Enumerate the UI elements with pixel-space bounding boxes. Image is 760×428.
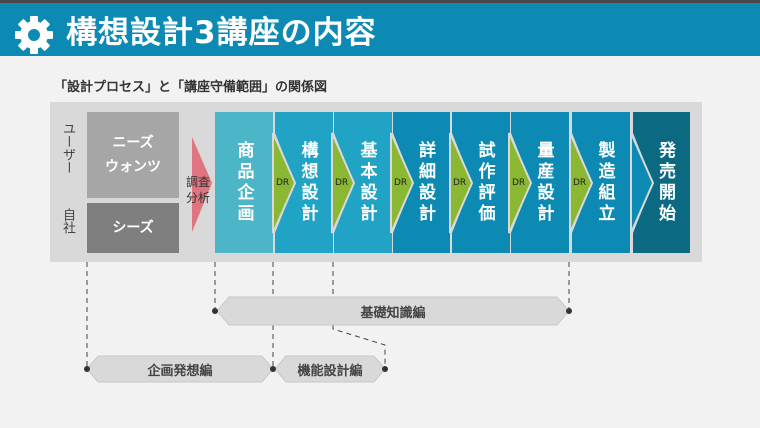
- stage-1: [215, 112, 273, 253]
- diagram-subtitle: 「設計プロセス」と「講座守備範囲」の関係図: [54, 80, 328, 95]
- endpoint-dot: [382, 366, 388, 372]
- row-label-user: ユーザー: [60, 122, 75, 174]
- design-review-marker: [331, 132, 356, 234]
- endpoint-dot: [212, 308, 218, 314]
- stage-label: 発売開始: [655, 140, 675, 225]
- row-label-company: 自社: [60, 208, 75, 234]
- header-bar: 構想設計3講座の内容: [0, 3, 760, 56]
- design-review-marker: [272, 132, 297, 234]
- design-review-label: DR: [335, 178, 349, 188]
- analysis-arrow: [192, 137, 212, 232]
- stage-label: 構想設計: [297, 140, 318, 225]
- design-review-marker: [390, 132, 415, 234]
- stage-label: 試作評価: [474, 140, 495, 225]
- analysis-label: 調査 分析: [185, 175, 210, 205]
- gear-icon: [15, 16, 53, 54]
- design-review-label: DR: [394, 178, 408, 188]
- stage-8: [633, 112, 690, 253]
- design-review-label: DR: [512, 178, 526, 188]
- endpoint-dot: [270, 366, 276, 372]
- course-basic-label: 基礎知識編: [360, 305, 426, 321]
- seeds-label: シーズ: [112, 220, 154, 236]
- seeds-box: [87, 203, 179, 253]
- course-function-label: 機能設計編: [297, 363, 363, 379]
- stage-label: 基本設計: [356, 140, 377, 225]
- stage-4: [393, 112, 450, 253]
- stage-arrow: [630, 132, 655, 234]
- stage-2: [275, 112, 333, 253]
- stage-3: [334, 112, 392, 253]
- stage-6: [511, 112, 569, 253]
- design-review-marker: [569, 132, 594, 234]
- page-title: 構想設計3講座の内容: [66, 15, 377, 51]
- design-review-label: DR: [276, 178, 290, 188]
- design-review-label: DR: [453, 178, 467, 188]
- needs-label: ニーズ ウォンツ: [105, 135, 161, 175]
- dashed-guide: [332, 262, 386, 369]
- design-review-label: DR: [573, 178, 587, 188]
- design-review-marker: [508, 132, 533, 234]
- course-planning-label: 企画発想編: [147, 363, 213, 379]
- design-review-marker: [449, 132, 474, 234]
- endpoint-dot: [84, 366, 90, 372]
- stage-5: [452, 112, 510, 253]
- endpoint-dot: [566, 308, 572, 314]
- stage-label: 商品企画: [233, 140, 254, 225]
- stage-7: [572, 112, 630, 253]
- stage-label: 詳細設計: [415, 140, 435, 225]
- top-strip: [0, 0, 760, 3]
- stage-label: 製造組立: [594, 140, 615, 225]
- stage-label: 量産設計: [533, 140, 554, 225]
- needs-box: [87, 112, 179, 198]
